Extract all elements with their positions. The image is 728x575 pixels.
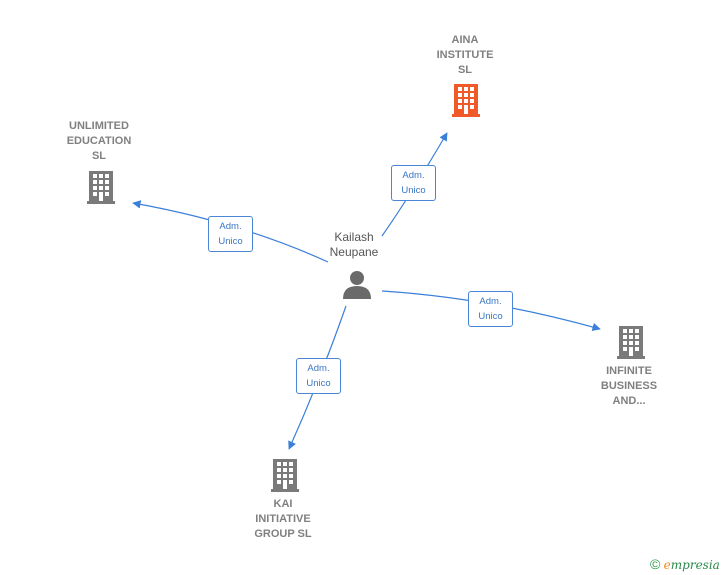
node-label-infinite[interactable]: INFINITE BUSINESS AND... (569, 364, 689, 409)
person-name-line2: Neupane (329, 245, 379, 259)
edge-label-line2: Unico (401, 185, 426, 196)
edge-label-unlimited[interactable]: Adm. Unico (208, 216, 253, 252)
edge-label-line1: Adm. (402, 170, 425, 181)
edge-label-line1: Adm. (307, 363, 330, 374)
node-label-aina[interactable]: AINA INSTITUTE SL (405, 33, 525, 78)
node-label-line: INITIATIVE (255, 513, 311, 525)
edge-label-line1: Adm. (479, 296, 502, 307)
edge-label-aina[interactable]: Adm. Unico (391, 165, 436, 201)
edge-label-line2: Unico (306, 378, 331, 389)
edge-label-line2: Unico (218, 236, 243, 247)
edge-label-kai[interactable]: Adm. Unico (296, 358, 341, 394)
node-label-line: INSTITUTE (436, 49, 494, 61)
node-label-line: UNLIMITED (69, 120, 129, 132)
node-label-line: INFINITE (606, 365, 652, 377)
person-name[interactable]: Kailash Neupane (304, 230, 404, 260)
node-label-line: SL (457, 64, 473, 76)
person-name-line1: Kailash (334, 230, 374, 244)
node-label-line: BUSINESS (600, 380, 658, 392)
brand-name: empresia (664, 558, 720, 572)
node-label-unlimited[interactable]: UNLIMITED EDUCATION SL (39, 119, 159, 164)
node-label-kai[interactable]: KAI INITIATIVE GROUP SL (223, 497, 343, 542)
node-label-line: GROUP SL (254, 528, 312, 540)
node-label-line: EDUCATION (66, 135, 132, 147)
edge-label-line2: Unico (478, 311, 503, 322)
node-label-line: AND... (612, 395, 646, 407)
person-icon[interactable] (343, 271, 371, 299)
building-icon-kai[interactable] (271, 459, 299, 492)
copyright-icon: © (650, 556, 661, 572)
brand-watermark: © empresia (650, 556, 720, 572)
building-icon-infinite[interactable] (617, 326, 645, 359)
building-icon-unlimited[interactable] (87, 171, 115, 204)
edge-label-line1: Adm. (219, 221, 242, 232)
building-icon-aina[interactable] (452, 84, 480, 117)
edge-label-infinite[interactable]: Adm. Unico (468, 291, 513, 327)
node-label-line: KAI (273, 498, 293, 510)
brand-name-rest: mpresia (670, 558, 720, 572)
brand-name-first: e (663, 558, 671, 572)
node-label-line: SL (91, 150, 107, 162)
node-label-line: AINA (451, 34, 479, 46)
